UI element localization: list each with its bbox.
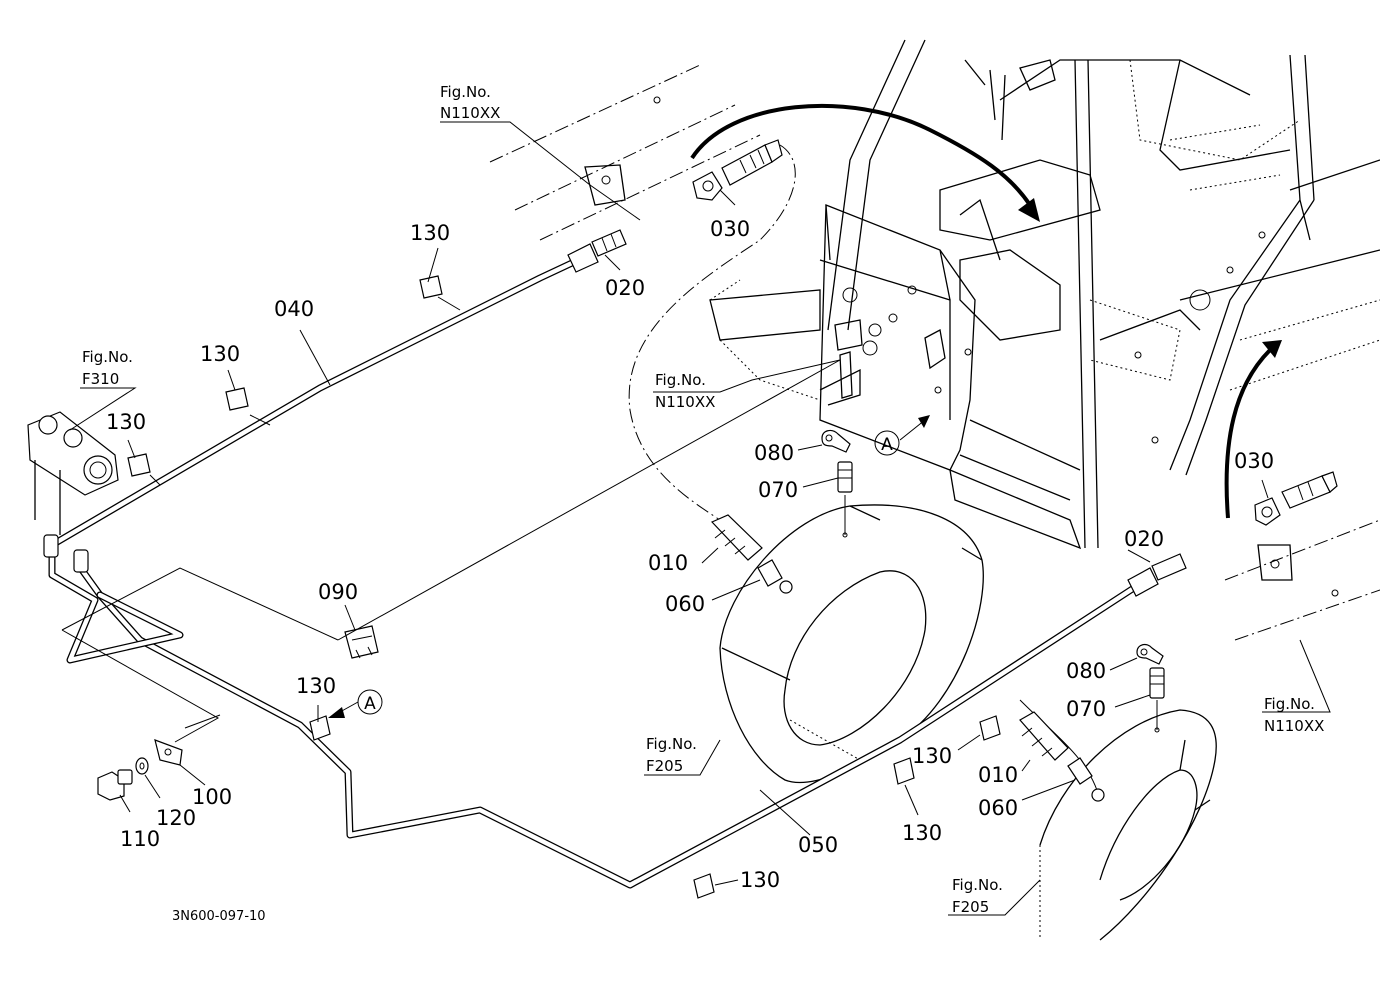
part-label-130: 130 — [902, 821, 942, 845]
part-label-130: 130 — [912, 744, 952, 768]
fig-ref-number: F310 — [82, 370, 119, 388]
fitting-070-right — [1149, 667, 1165, 733]
fig-ref-number: F205 — [646, 757, 683, 775]
direction-arrow-right — [1224, 340, 1282, 519]
coupler-010-center — [710, 514, 763, 561]
part-label-020: 020 — [605, 276, 645, 300]
part-label-030: 030 — [710, 217, 750, 241]
leader-lines — [61, 121, 1331, 916]
part-label-130: 130 — [296, 674, 336, 698]
fig-ref-f205-mid: Fig.No. F205 — [646, 735, 697, 775]
tire-bottom-right — [1039, 709, 1217, 941]
part-label-060: 060 — [665, 592, 705, 616]
fig-ref-number: N110XX — [1264, 717, 1324, 735]
part-label-120: 120 — [156, 806, 196, 830]
part-label-080: 080 — [1066, 659, 1106, 683]
fitting-020-right — [1127, 553, 1187, 597]
part-label-010: 010 — [648, 551, 688, 575]
fig-ref-n110xx-right: Fig.No. N110XX — [1264, 695, 1324, 735]
fig-ref-prefix: Fig.No. — [952, 876, 1003, 894]
fig-ref-n110xx-top: Fig.No. N110XX — [440, 83, 500, 122]
nut-030-right — [1254, 497, 1281, 526]
part-label-090: 090 — [318, 580, 358, 604]
eye-080-center — [821, 429, 851, 453]
fig-ref-prefix: Fig.No. — [440, 83, 491, 101]
clamp-090 — [344, 625, 379, 659]
fig-ref-prefix: Fig.No. — [1264, 695, 1315, 713]
pipe-loop — [48, 541, 184, 664]
fig-ref-number: N110XX — [440, 104, 500, 122]
part-label-010: 010 — [978, 763, 1018, 787]
part-label-130: 130 — [106, 410, 146, 434]
hose-010-left — [628, 144, 796, 521]
washer-120 — [135, 757, 149, 775]
part-label-070: 070 — [1066, 697, 1106, 721]
plug-060-center — [757, 559, 793, 594]
clip-130 — [127, 275, 1001, 899]
view-marker-a-lower: A — [357, 689, 383, 715]
part-label-050: 050 — [798, 833, 838, 857]
coupler-010-right — [1019, 711, 1069, 761]
plate-100 — [154, 739, 183, 766]
fig-ref-prefix: Fig.No. — [82, 348, 133, 366]
part-label-100: 100 — [192, 785, 232, 809]
part-label-070: 070 — [758, 478, 798, 502]
fitting-020-top — [567, 229, 627, 273]
pipe-040 — [48, 259, 576, 549]
valve-block — [27, 411, 119, 573]
fitting-070-center — [837, 461, 853, 538]
fig-ref-prefix: Fig.No. — [646, 735, 697, 753]
part-label-060: 060 — [978, 796, 1018, 820]
part-label-110: 110 — [120, 827, 160, 851]
fig-ref-n110xx-mid: Fig.No. N110XX — [655, 371, 715, 411]
fig-ref-f310: Fig.No. F310 — [82, 348, 133, 388]
part-label-130: 130 — [410, 221, 450, 245]
view-marker-letter: A — [364, 694, 376, 714]
view-marker-a-upper: A — [874, 430, 900, 456]
cab-frame — [827, 39, 1380, 550]
eye-080-right — [1136, 643, 1164, 665]
fig-ref-prefix: Fig.No. — [655, 371, 706, 389]
bolt-110 — [97, 769, 133, 801]
part-label-020: 020 — [1124, 527, 1164, 551]
pipe-050 — [78, 566, 1144, 889]
coupler-top — [721, 139, 783, 186]
part-label-130: 130 — [200, 342, 240, 366]
view-marker-letter: A — [881, 435, 893, 455]
fig-ref-f205-bottom: Fig.No. F205 — [952, 876, 1003, 916]
reference-outlines — [489, 64, 1380, 641]
part-label-130: 130 — [740, 868, 780, 892]
coupler-right — [1281, 471, 1338, 509]
nut-030-top — [692, 171, 723, 201]
plug-060-right — [1067, 757, 1105, 802]
part-label-040: 040 — [274, 297, 314, 321]
part-label-030: 030 — [1234, 449, 1274, 473]
direction-arrow-top — [690, 103, 1040, 222]
drawing-number: 3N600-097-10 — [172, 909, 266, 924]
fig-ref-number: N110XX — [655, 393, 715, 411]
fig-ref-number: F205 — [952, 898, 989, 916]
mounting-plate — [709, 198, 1001, 471]
part-label-080: 080 — [754, 441, 794, 465]
tire-center — [719, 504, 984, 784]
